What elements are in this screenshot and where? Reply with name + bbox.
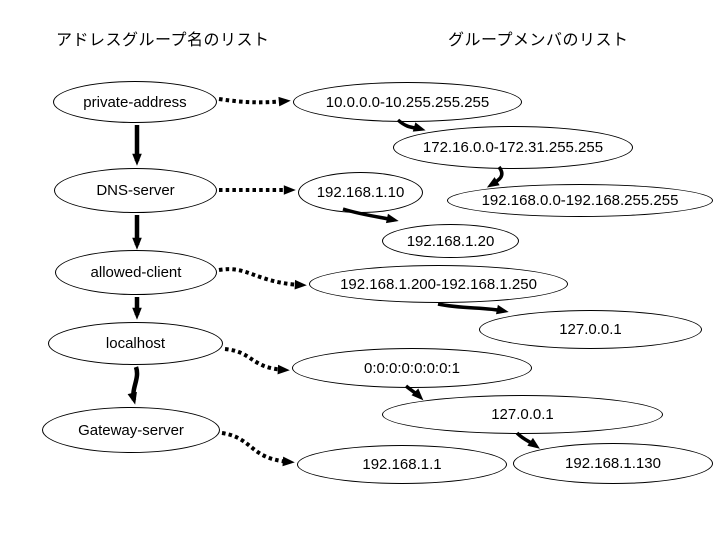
- member-node-192-range: 192.168.0.0-192.168.255.255: [447, 184, 713, 217]
- group-label: localhost: [105, 335, 166, 352]
- group-label: allowed-client: [90, 264, 182, 281]
- arrow-allowed-client-to-members: [218, 267, 307, 290]
- member-label: 127.0.0.1: [491, 406, 554, 423]
- group-label: DNS-server: [96, 182, 175, 199]
- member-label: 192.168.0.0-192.168.255.255: [481, 192, 679, 209]
- member-label: 10.0.0.0-10.255.255.255: [325, 93, 490, 111]
- member-label: 192.168.1.200-192.168.1.250: [340, 275, 537, 293]
- group-node-allowed-client: allowed-client: [55, 250, 217, 295]
- member-node-client-range: 192.168.1.200-192.168.1.250: [309, 265, 568, 303]
- group-node-dns-server: DNS-server: [54, 168, 217, 213]
- arrow-gateway-server-to-members: [221, 431, 295, 467]
- member-node-10-range: 10.0.0.0-10.255.255.255: [293, 82, 522, 122]
- arrow-private-address-to-members: [218, 96, 291, 107]
- group-label: Gateway-server: [78, 421, 184, 439]
- member-label: 0:0:0:0:0:0:0:1: [364, 359, 460, 377]
- group-node-private-address: private-address: [53, 81, 217, 123]
- member-node-192-168-1-1: 192.168.1.1: [297, 445, 507, 484]
- member-label: 127.0.0.1: [559, 321, 622, 338]
- arrow-member-loopback2-to-130: [515, 431, 540, 449]
- arrow-member-172range-to-192range: [486, 165, 504, 188]
- arrow-localhost-to-gateway-server: [127, 366, 140, 405]
- right-column-title: グループメンバのリスト: [448, 32, 629, 49]
- member-node-172-range: 172.16.0.0-172.31.255.255: [393, 126, 633, 169]
- member-label: 192.168.1.20: [406, 232, 495, 250]
- member-label: 172.16.0.0-172.31.255.255: [422, 139, 604, 156]
- group-node-gateway-server: Gateway-server: [42, 407, 220, 453]
- member-node-loopback-1: 127.0.0.1: [479, 310, 702, 349]
- member-label: 192.168.1.130: [565, 455, 661, 472]
- member-node-192-168-1-20: 192.168.1.20: [382, 224, 519, 258]
- group-label: private-address: [83, 93, 187, 111]
- group-node-localhost: localhost: [48, 322, 223, 365]
- arrow-member-clientrange-to-loopback1: [437, 302, 509, 315]
- member-node-192-168-1-10: 192.168.1.10: [298, 172, 423, 213]
- member-label: 192.168.1.1: [362, 456, 442, 473]
- member-node-192-168-1-130: 192.168.1.130: [513, 443, 713, 484]
- member-node-ipv6-loopback: 0:0:0:0:0:0:0:1: [292, 348, 532, 388]
- arrow-localhost-to-members: [224, 347, 290, 375]
- member-node-loopback-2: 127.0.0.1: [382, 395, 663, 434]
- left-column-title: アドレスグループ名のリスト: [56, 32, 270, 49]
- member-label: 192.168.1.10: [316, 184, 405, 201]
